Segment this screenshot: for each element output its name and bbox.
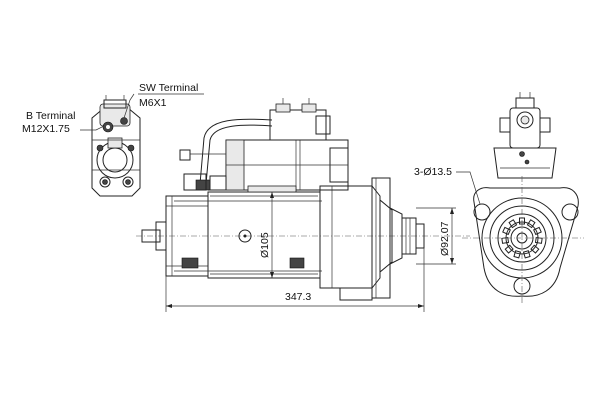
- pilot-diameter-dimension: Ø92.07: [439, 221, 451, 256]
- body-diameter-dimension: Ø105: [259, 232, 271, 258]
- pinion-tooth: [513, 250, 522, 259]
- pinion-tooth: [522, 250, 531, 259]
- overall-length-dimension: 347.3: [285, 291, 311, 303]
- pinion-tooth: [502, 226, 511, 236]
- pinion-tooth: [501, 236, 510, 244]
- sw-terminal-thread-label: M6X1: [139, 97, 167, 109]
- mount-holes-label: 3-Ø13.5: [414, 166, 452, 178]
- b-terminal-label: B Terminal: [26, 110, 75, 122]
- sw-terminal-label: SW Terminal: [139, 82, 198, 94]
- pinion-tooth: [508, 219, 518, 229]
- pinion-tooth: [526, 219, 536, 229]
- pinion-tooth: [504, 244, 514, 254]
- pinion-tooth: [534, 236, 543, 244]
- dimension-lines: [165, 192, 456, 312]
- pinion-tooth: [533, 226, 542, 236]
- terminal-end-view: [80, 93, 141, 197]
- drive-end-view: [456, 92, 584, 304]
- starter-side-view: [136, 98, 470, 301]
- b-terminal-thread-label: M12X1.75: [22, 123, 70, 135]
- pinion-tooth: [530, 244, 540, 254]
